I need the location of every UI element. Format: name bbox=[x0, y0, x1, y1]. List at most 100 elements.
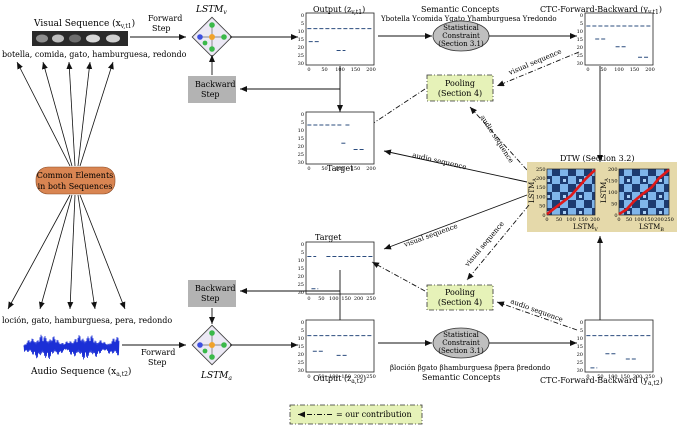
audio-output-plot-xtick: 200 bbox=[354, 374, 364, 380]
audio-ctc-plot-xtick: 100 bbox=[608, 374, 618, 380]
legend-box bbox=[289, 404, 423, 425]
visual-ctc-plot-xtick: 50 bbox=[600, 67, 606, 73]
edge-dtw-to-target-v bbox=[383, 149, 528, 183]
visual-target-plot-xtick: 100 bbox=[335, 166, 345, 172]
audio-backward-step-1: Backward bbox=[195, 284, 236, 293]
visual-semantic-concepts: Ybotella Ycomida Ygato Yhamburguesa Yred… bbox=[380, 15, 557, 23]
audio-ctc-plot-ytick: 25 bbox=[577, 360, 583, 366]
audio-target-plot-ytick: 20 bbox=[298, 274, 304, 280]
dtw-right-xtick: 150 bbox=[644, 217, 654, 223]
audio-output-plot-xtick: 0 bbox=[307, 374, 310, 380]
audio-backward-step-2: Step bbox=[201, 294, 220, 303]
dtw-left-xtick: 100 bbox=[566, 217, 576, 223]
visual-output-plot-ytick: 0 bbox=[301, 13, 304, 19]
visual-semantic-title: Semantic Concepts bbox=[421, 5, 499, 14]
visual-target-plot-ytick: 10 bbox=[298, 128, 304, 134]
audio-target-plot-xtick: 100 bbox=[329, 296, 339, 302]
audio-ctc-plot-xtick: 200 bbox=[633, 374, 643, 380]
pooling-bottom-box bbox=[426, 284, 494, 311]
visual-ctc-plot-xtick: 150 bbox=[630, 67, 640, 73]
audio-output-plot-ytick: 15 bbox=[298, 344, 304, 350]
dtw-right-ylabel: LSTMA bbox=[600, 178, 610, 203]
dtw-left-xlabel: LSTMV bbox=[573, 223, 598, 233]
audio-target-plot-ytick: 0 bbox=[301, 242, 304, 248]
audio-target-plot-ytick: 5 bbox=[301, 250, 304, 256]
audio-target-plot-ytick: 15 bbox=[298, 266, 304, 272]
common-elements-box bbox=[35, 166, 116, 195]
visual-forward-step-2: Step bbox=[152, 24, 171, 33]
audio-output-plot-xtick: 250 bbox=[366, 374, 376, 380]
visual-ctc-plot-xtick: 0 bbox=[586, 67, 589, 73]
edge-label-visual-seq-2: visual sequence bbox=[402, 222, 459, 249]
visual-output-plot-xtick: 50 bbox=[321, 67, 327, 73]
visual-sequence-label: Visual Sequence (xv,t1) bbox=[33, 18, 135, 30]
visual-ctc-plot-ytick: 20 bbox=[577, 45, 583, 51]
dtw-left-ytick: 50 bbox=[539, 204, 545, 210]
lstm-v-cell bbox=[191, 16, 233, 58]
dtw-right-ytick: 0 bbox=[614, 213, 617, 219]
audio-ctc-plot-ytick: 15 bbox=[577, 344, 583, 350]
visual-stat-2: Constraint bbox=[442, 32, 480, 40]
audio-output-plot-xtick: 150 bbox=[341, 374, 351, 380]
common-elements-2: in both Sequences bbox=[38, 182, 113, 191]
visual-ctc-plot-xtick: 200 bbox=[645, 67, 655, 73]
edge-label-visual-seq-3: visual sequence bbox=[463, 220, 506, 269]
visual-output-plot-frame bbox=[305, 12, 375, 66]
dtw-left-ytick: 250 bbox=[536, 167, 546, 173]
edge-label-audio-seq-2: audio sequence bbox=[412, 151, 468, 171]
visual-ctc-plot-ytick: 10 bbox=[577, 29, 583, 35]
edge-label-visual-seq-1: visual sequence bbox=[507, 47, 563, 77]
audio-target-plot-xtick: 0 bbox=[307, 296, 310, 302]
visual-output-plot-ytick: 10 bbox=[298, 29, 304, 35]
pooling-top-1: Pooling bbox=[445, 79, 475, 88]
edge-ctcv-to-pooling bbox=[496, 51, 580, 87]
audio-target-plot-ytick: 25 bbox=[298, 282, 304, 288]
audio-ctc-plot-xtick: 0 bbox=[586, 374, 589, 380]
audio-ctc-plot-ytick: 5 bbox=[580, 328, 583, 334]
visual-output-plot-xtick: 150 bbox=[351, 67, 361, 73]
edge-pooling-to-target-v bbox=[365, 88, 426, 129]
dtw-left-ytick: 200 bbox=[536, 176, 546, 182]
dtw-right-xtick: 0 bbox=[617, 217, 620, 223]
edge-ctca-to-pooling bbox=[496, 301, 578, 331]
audio-ctc-plot-ytick: 0 bbox=[580, 320, 583, 326]
dtw-left-warp-path bbox=[546, 168, 596, 216]
audio-semantic-title: Semantic Concepts bbox=[422, 373, 500, 382]
audio-words: loción, gato, hamburguesa, pera, redondo bbox=[2, 316, 172, 325]
audio-stat-1: Statistical bbox=[443, 331, 480, 339]
visual-backward-step-2: Step bbox=[201, 90, 220, 99]
visual-target-plot-ytick: 5 bbox=[301, 120, 304, 126]
visual-output-plot-ytick: 5 bbox=[301, 21, 304, 27]
audio-output-plot-ytick: 5 bbox=[301, 328, 304, 334]
visual-stat-3: (Section 3.1) bbox=[438, 40, 484, 48]
visual-ctc-plot-ytick: 0 bbox=[580, 13, 583, 19]
dtw-right-xtick: 50 bbox=[626, 217, 632, 223]
audio-forward-step-2: Step bbox=[148, 358, 167, 367]
edge-dtw-to-pooling-top bbox=[469, 106, 528, 171]
dtw-right-ytick: 100 bbox=[608, 190, 618, 196]
visual-target-plot-ytick: 15 bbox=[298, 136, 304, 142]
edge-pooling-to-target-a bbox=[371, 261, 426, 292]
dtw-right-ytick: 50 bbox=[611, 201, 617, 207]
visual-output-plot-ytick: 25 bbox=[298, 53, 304, 59]
audio-backward-step-box bbox=[188, 280, 236, 307]
visual-target-plot-xtick: 0 bbox=[307, 166, 310, 172]
audio-ctc-plot-frame bbox=[584, 319, 654, 373]
visual-output-plot-ytick: 30 bbox=[298, 61, 304, 67]
visual-output-plot-ytick: 20 bbox=[298, 45, 304, 51]
visual-backward-step-box bbox=[188, 76, 236, 103]
audio-ctc-plot-xtick: 150 bbox=[620, 374, 630, 380]
dtw-right-xtick: 250 bbox=[664, 217, 674, 223]
dtw-left-xtick: 200 bbox=[590, 217, 600, 223]
dtw-right-xlabel: LSTMB bbox=[639, 223, 664, 233]
common-edges bbox=[7, 61, 126, 310]
dtw-left-ytick: 0 bbox=[542, 213, 545, 219]
